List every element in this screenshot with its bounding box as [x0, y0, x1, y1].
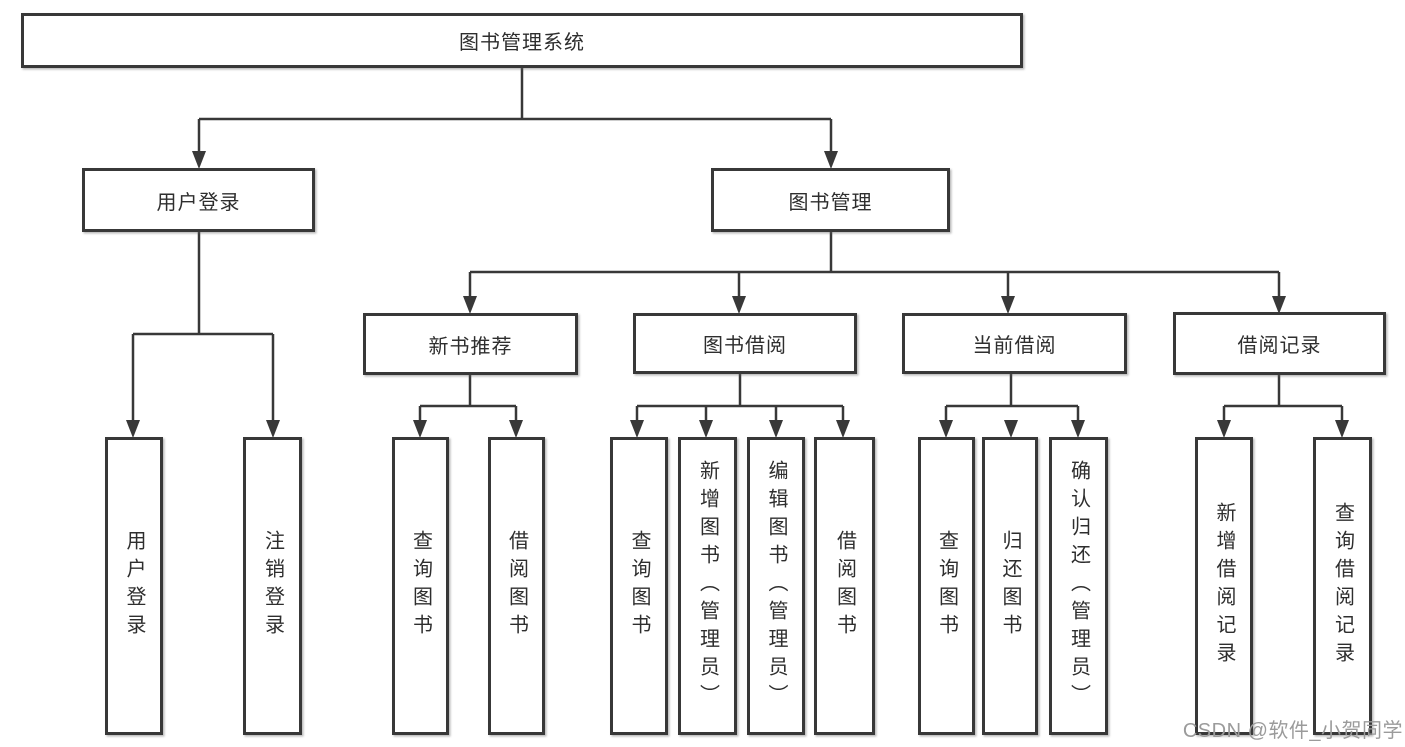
node-leaf-query-borrow-record: 查询借阅记录: [1313, 437, 1372, 735]
node-book-borrowing: 图书借阅: [633, 313, 857, 374]
node-current-borrowing: 当前借阅: [902, 313, 1127, 374]
node-book-management: 图书管理: [711, 168, 950, 232]
node-leaf-return-books: 归还图书: [982, 437, 1038, 735]
node-leaf-query-books-borrow: 查询图书: [610, 437, 668, 735]
node-leaf-logout: 注销登录: [243, 437, 302, 735]
node-new-book-recommendation: 新书推荐: [363, 313, 578, 375]
node-leaf-add-books-admin: 新增图书（管理员）: [678, 437, 737, 735]
node-library-management-system: 图书管理系统: [21, 13, 1023, 68]
node-leaf-add-borrow-record: 新增借阅记录: [1195, 437, 1253, 735]
node-leaf-user-login: 用户登录: [105, 437, 163, 735]
node-leaf-borrow-books: 借阅图书: [814, 437, 875, 735]
node-borrowing-records: 借阅记录: [1173, 312, 1386, 375]
node-leaf-confirm-return-admin: 确认归还（管理员）: [1049, 437, 1108, 735]
node-leaf-query-books-current: 查询图书: [918, 437, 975, 735]
node-leaf-query-books-recommend: 查询图书: [392, 437, 449, 735]
csdn-watermark: CSDN @软件_小贺同学: [1182, 720, 1403, 742]
node-user-login: 用户登录: [82, 168, 315, 232]
node-leaf-edit-books-admin: 编辑图书（管理员）: [747, 437, 805, 735]
node-leaf-borrow-books-recommend: 借阅图书: [488, 437, 545, 735]
